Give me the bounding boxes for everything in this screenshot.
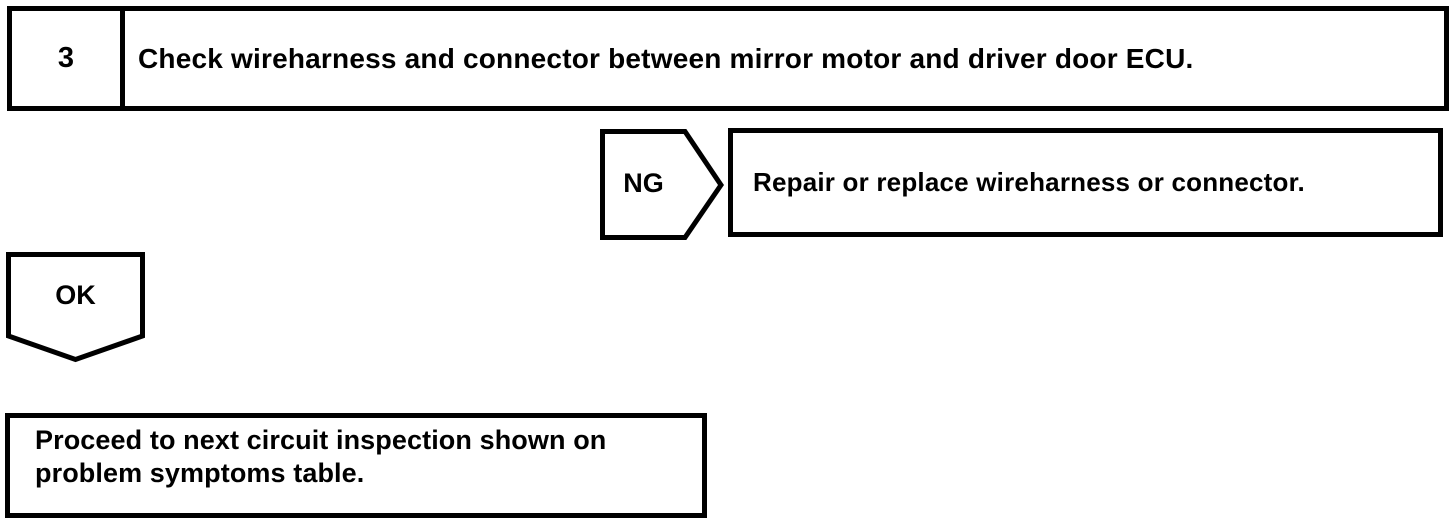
step-number: 3 <box>12 11 125 106</box>
step-box: 3 Check wireharness and connector betwee… <box>7 6 1449 111</box>
ok-action-line-2: problem symptoms table. <box>35 458 365 488</box>
ok-action-box: Proceed to next circuit inspection shown… <box>5 413 707 518</box>
ok-label: OK <box>55 279 96 310</box>
ok-arrow-shape <box>6 252 145 363</box>
ng-label: NG <box>623 167 664 198</box>
step-instruction: Check wireharness and connector between … <box>138 42 1194 74</box>
ng-arrow-shape <box>600 129 724 240</box>
ok-action-line-1: Proceed to next circuit inspection shown… <box>35 425 607 455</box>
ng-action-box: Repair or replace wireharness or connect… <box>728 128 1443 237</box>
